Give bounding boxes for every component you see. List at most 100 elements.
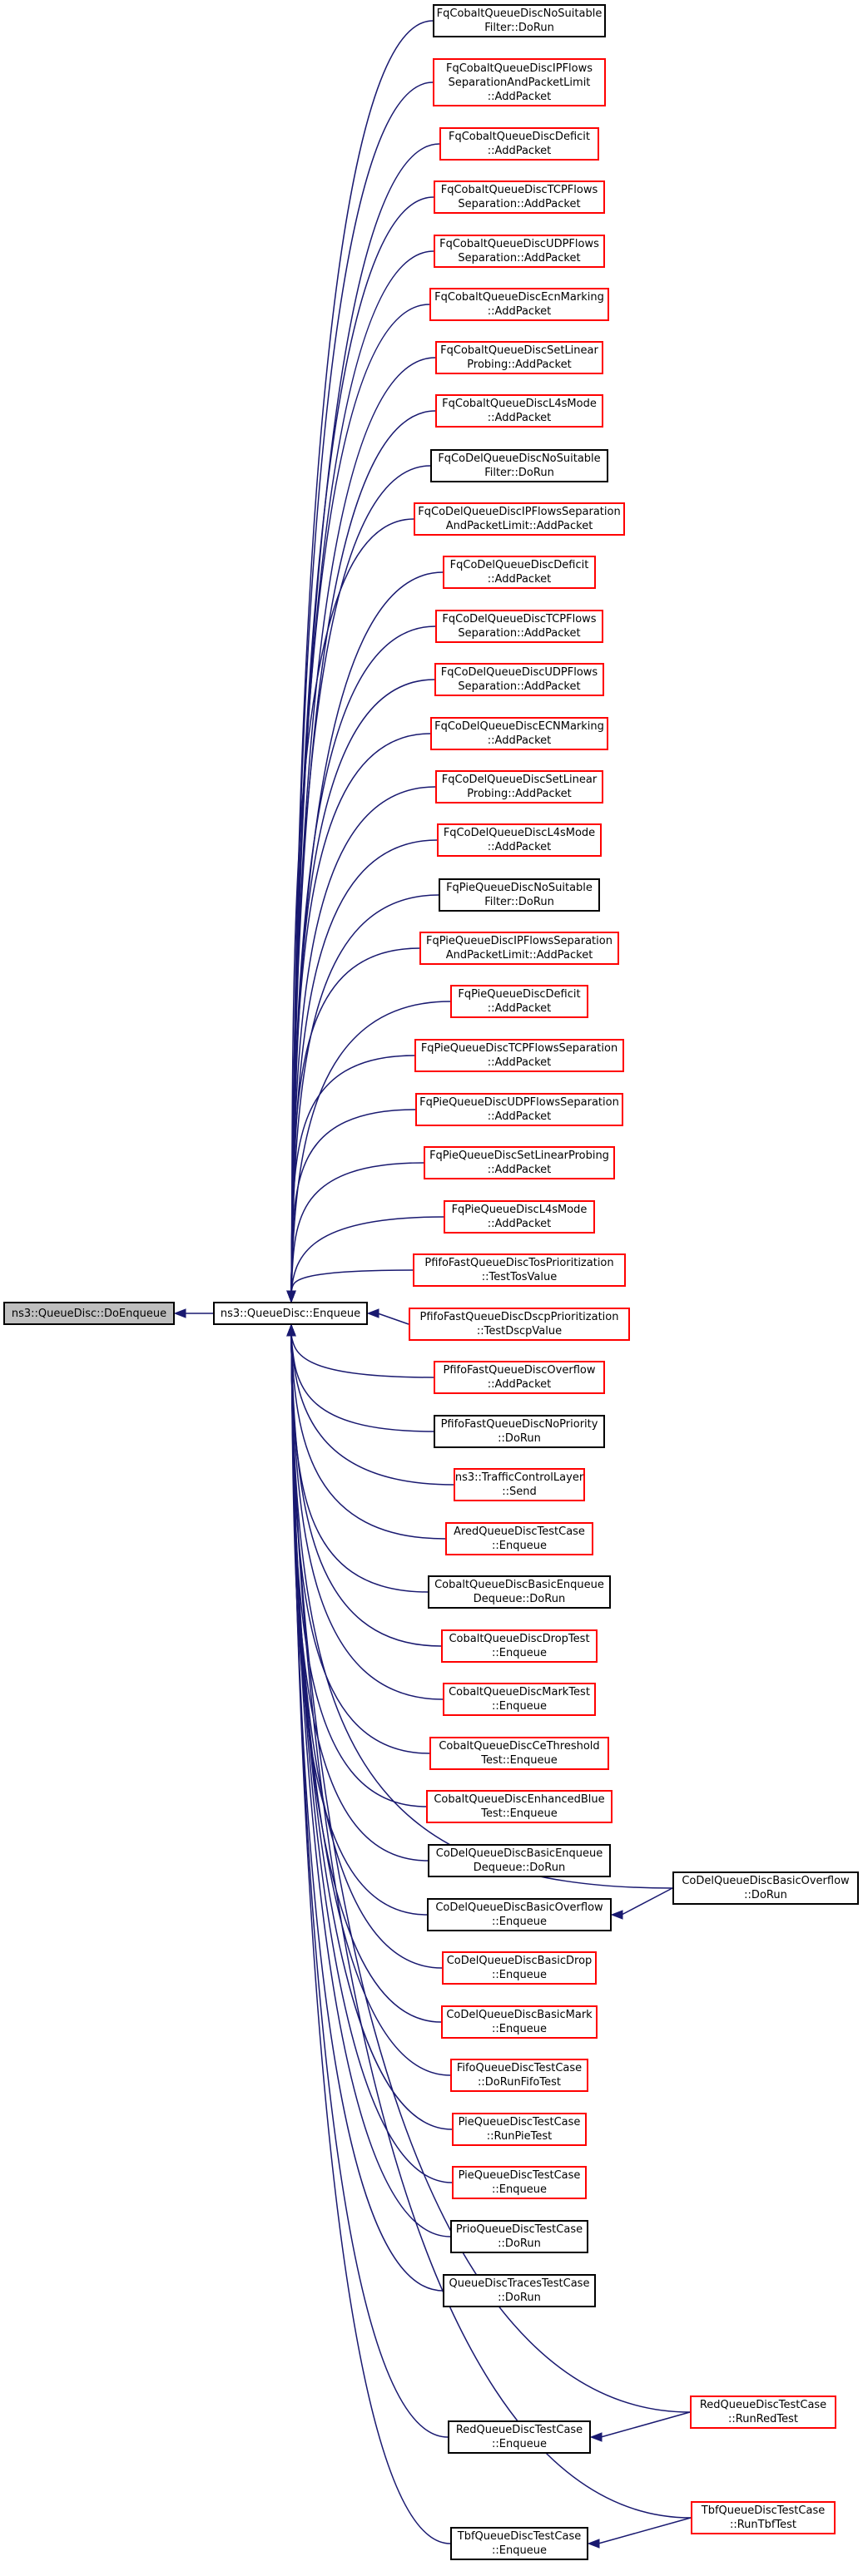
- caller-edge: [290, 1334, 451, 2544]
- caller-node[interactable]: PrioQueueDiscTestCase::DoRun: [450, 2220, 588, 2253]
- node-label-line: Separation::AddPacket: [458, 198, 581, 210]
- caller-edge: [290, 357, 436, 1293]
- caller-edge: [290, 82, 434, 1293]
- node-label-line: ::Enqueue: [492, 1700, 547, 1713]
- caller-node[interactable]: FqPieQueueDiscTCPFlowsSeparation::AddPac…: [414, 1039, 624, 1072]
- node-label-line: FqCoDelQueueDiscSetLinear: [441, 774, 598, 786]
- node-label-line: FqPieQueueDiscDeficit: [458, 988, 581, 1001]
- node-label-line: ::AddPacket: [487, 1002, 552, 1015]
- node-label-line: ::DoRun: [498, 2237, 541, 2250]
- node-queuedisc-enqueue[interactable]: ns3::QueueDisc::Enqueue: [213, 1302, 368, 1325]
- caller-node[interactable]: FqCobaltQueueDiscL4sMode::AddPacket: [435, 394, 603, 428]
- caller-node[interactable]: FqCoDelQueueDiscECNMarking::AddPacket: [430, 717, 608, 750]
- caller-edge-arrowhead: [286, 1323, 296, 1337]
- caller-edge: [290, 1162, 424, 1293]
- caller-node[interactable]: FqPieQueueDiscSetLinearProbing::AddPacke…: [424, 1146, 615, 1179]
- node-label-line: CoDelQueueDiscBasicOverflow: [682, 1875, 850, 1887]
- root-node-doenqueue: ns3::QueueDisc::DoEnqueue: [3, 1302, 175, 1325]
- caller-node[interactable]: FqPieQueueDiscDeficit::AddPacket: [450, 985, 588, 1018]
- node-label-line: FqCoDelQueueDiscNoSuitable: [438, 452, 601, 465]
- caller-node[interactable]: CobaltQueueDiscMarkTest::Enqueue: [443, 1683, 596, 1716]
- node-label-line: FqPieQueueDiscTCPFlowsSeparation: [420, 1042, 618, 1055]
- node-label-line: PfifoFastQueueDiscOverflow: [443, 1364, 596, 1377]
- caller-node[interactable]: CoDelQueueDiscBasicMark::Enqueue: [441, 2005, 598, 2039]
- caller-edge: [290, 518, 414, 1293]
- caller-node[interactable]: PfifoFastQueueDiscOverflow::AddPacket: [434, 1361, 605, 1394]
- node-label-line: ::Enqueue: [492, 2544, 547, 2557]
- outer-to-center-edge: [290, 1334, 692, 2519]
- caller-edge-arrowhead: [366, 1308, 379, 1318]
- node-label-line: Dequeue::DoRun: [473, 1862, 566, 1874]
- caller-edge: [290, 1109, 416, 1293]
- node-label-line: FqCobaltQueueDiscNoSuitable: [436, 7, 603, 20]
- caller-node[interactable]: FqCoDelQueueDiscL4sMode::AddPacket: [437, 823, 602, 857]
- caller-node[interactable]: PfifoFastQueueDiscTosPrioritization::Tes…: [413, 1253, 626, 1287]
- node-label-line: Separation::AddPacket: [458, 680, 581, 693]
- node-label-line: Filter::DoRun: [484, 896, 554, 908]
- node-label-line: TbfQueueDiscTestCase: [457, 2530, 582, 2543]
- caller-node[interactable]: PieQueueDiscTestCase::RunPieTest: [452, 2113, 587, 2146]
- node-label-line: CobaltQueueDiscEnhancedBlue: [434, 1793, 605, 1806]
- caller-edge: [290, 1334, 427, 1807]
- caller-node[interactable]: FqPieQueueDiscL4sMode::AddPacket: [444, 1200, 595, 1234]
- caller-node[interactable]: CoDelQueueDiscBasicDrop::Enqueue: [442, 1951, 597, 1985]
- node-label-line: FqCoDelQueueDiscUDPFlows: [440, 666, 598, 679]
- node-label-line: AredQueueDiscTestCase: [454, 1525, 585, 1538]
- caller-node[interactable]: PfifoFastQueueDiscNoPriority::DoRun: [434, 1415, 605, 1448]
- outer-edge: [621, 1887, 673, 1916]
- caller-node[interactable]: FqCoDelQueueDiscDeficit::AddPacket: [443, 556, 596, 589]
- node-label-line: FqCoDelQueueDiscIPFlowsSeparation: [418, 506, 621, 518]
- caller-edge-arrowhead: [286, 1290, 296, 1303]
- node-label-line: RedQueueDiscTestCase: [455, 2424, 583, 2436]
- outer-caller-node[interactable]: RedQueueDiscTestCase::RunRedTest: [690, 2396, 836, 2429]
- caller-edge: [290, 1334, 454, 1486]
- node-label-line: ::RunTbfTest: [729, 2519, 797, 2531]
- caller-node[interactable]: FqCobaltQueueDiscDeficit::AddPacket: [439, 127, 599, 161]
- caller-edge: [290, 304, 430, 1293]
- caller-node[interactable]: TbfQueueDiscTestCase::Enqueue: [450, 2527, 588, 2560]
- node-label-line: CobaltQueueDiscBasicEnqueue: [434, 1579, 604, 1591]
- caller-node[interactable]: FqCobaltQueueDiscEcnMarking::AddPacket: [429, 288, 609, 321]
- node-label-line: ::AddPacket: [487, 412, 552, 424]
- node-label-line: FqCoDelQueueDiscECNMarking: [434, 720, 604, 733]
- caller-node[interactable]: FifoQueueDiscTestCase::DoRunFifoTest: [450, 2059, 588, 2092]
- node-label-line: FqCobaltQueueDiscDeficit: [449, 131, 590, 143]
- node-label-line: Test::Enqueue: [481, 1807, 558, 1820]
- caller-node[interactable]: CobaltQueueDiscDropTest::Enqueue: [441, 1629, 598, 1663]
- arrowhead-doenqueue: [173, 1308, 186, 1318]
- node-label-line: AndPacketLimit::AddPacket: [445, 520, 593, 532]
- node-label-line: ::TestDscpValue: [476, 1325, 563, 1337]
- caller-node[interactable]: RedQueueDiscTestCase::Enqueue: [448, 2420, 591, 2454]
- node-label-line: CobaltQueueDiscCeThreshold: [439, 1740, 600, 1753]
- caller-node[interactable]: PieQueueDiscTestCase::Enqueue: [452, 2166, 587, 2199]
- outer-caller-node[interactable]: CoDelQueueDiscBasicOverflow::DoRun: [672, 1871, 859, 1905]
- outer-caller-node[interactable]: TbfQueueDiscTestCase::RunTbfTest: [691, 2501, 836, 2534]
- caller-edge: [290, 1001, 451, 1293]
- caller-node[interactable]: PfifoFastQueueDiscDscpPrioritization::Te…: [409, 1308, 630, 1341]
- caller-node[interactable]: FqPieQueueDiscUDPFlowsSeparation::AddPac…: [415, 1093, 623, 1126]
- node-label-line: Probing::AddPacket: [467, 788, 572, 800]
- caller-node[interactable]: QueueDiscTracesTestCase::DoRun: [443, 2274, 596, 2307]
- caller-node[interactable]: CoDelQueueDiscBasicOverflow::Enqueue: [427, 1898, 612, 1931]
- caller-node[interactable]: ns3::TrafficControlLayer::Send: [454, 1468, 585, 1501]
- caller-node[interactable]: AredQueueDiscTestCase::Enqueue: [445, 1522, 593, 1555]
- node-label-line: FqPieQueueDiscIPFlowsSeparation: [426, 935, 613, 947]
